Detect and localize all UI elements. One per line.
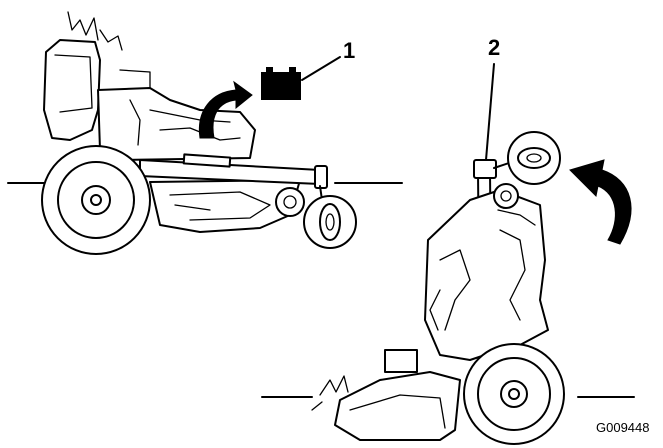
figure-id: G009448 bbox=[596, 420, 650, 435]
rotate-arrow-icon bbox=[570, 160, 631, 244]
caster-wheel bbox=[304, 186, 356, 248]
callout-1: 1 bbox=[343, 38, 355, 63]
battery-icon bbox=[261, 67, 301, 100]
drive-wheel-tilted bbox=[464, 344, 564, 444]
mower-level-view: 1 bbox=[8, 12, 402, 254]
rear-wheel bbox=[42, 146, 150, 254]
callout-2: 2 bbox=[488, 35, 500, 60]
caster-wheel-tilted bbox=[494, 132, 560, 208]
callout-leader-1 bbox=[302, 57, 340, 80]
callout-leader-2 bbox=[486, 64, 494, 160]
tilted-body bbox=[425, 190, 548, 360]
